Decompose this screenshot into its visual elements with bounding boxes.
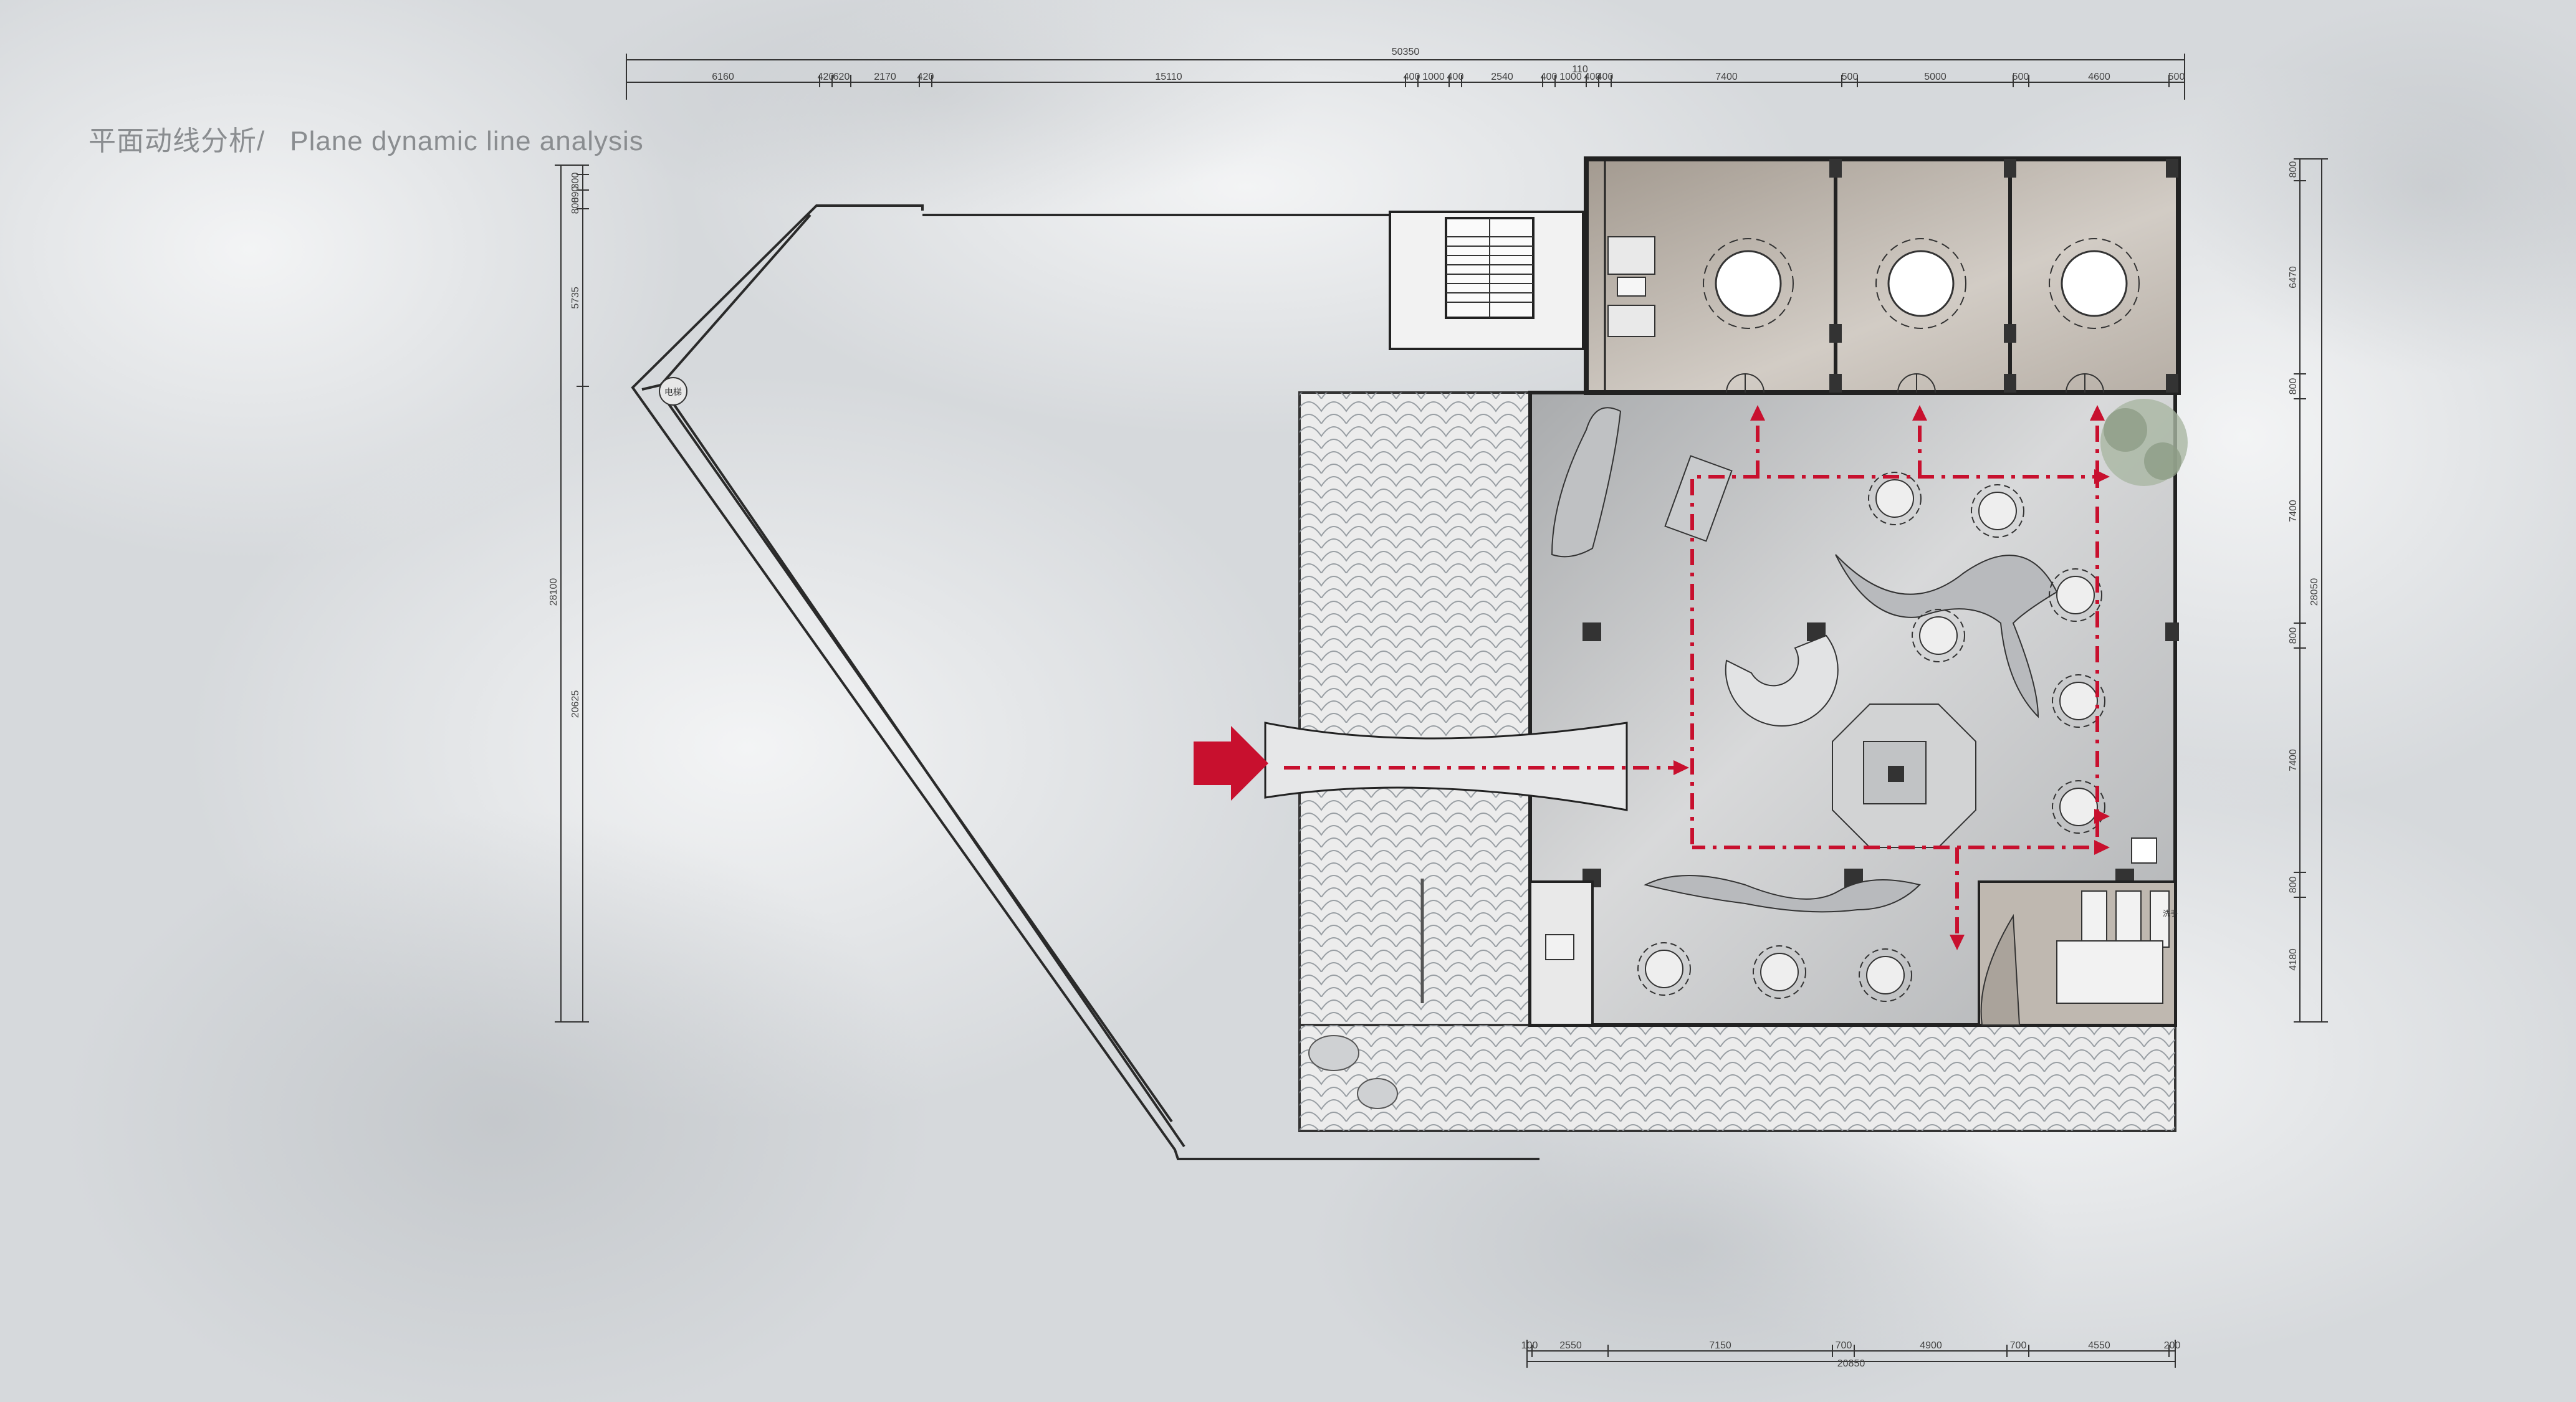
title-en: Plane dynamic line analysis bbox=[290, 126, 644, 156]
right-dimension-chain bbox=[2294, 158, 2328, 1023]
stair-treads bbox=[1446, 218, 1533, 318]
flow-arrowheads bbox=[1673, 405, 2110, 950]
left-dimension-labels: 300 890 800 5735 20625 bbox=[570, 173, 581, 718]
svg-text:300: 300 bbox=[570, 173, 581, 189]
svg-text:6470: 6470 bbox=[2288, 266, 2299, 289]
round-dining-table-icon bbox=[1637, 942, 1691, 996]
svg-text:800: 800 bbox=[2288, 627, 2299, 644]
round-dining-table-icon bbox=[2052, 780, 2105, 834]
hall-furniture: 洗手 bbox=[1529, 407, 2179, 1026]
svg-text:4900: 4900 bbox=[1920, 1340, 1942, 1351]
spiral-stair-icon bbox=[1725, 634, 1839, 727]
svg-text:200: 200 bbox=[2164, 1340, 2181, 1351]
round-dining-table-icon bbox=[1753, 945, 1806, 999]
svg-text:6160: 6160 bbox=[712, 72, 734, 82]
svg-text:1000: 1000 bbox=[1559, 72, 1582, 82]
round-dining-table-icon bbox=[1875, 238, 1966, 329]
svg-text:700: 700 bbox=[2010, 1340, 2027, 1351]
svg-text:420: 420 bbox=[917, 72, 934, 82]
elevator-label: 电梯 bbox=[664, 388, 682, 398]
stair-core bbox=[1389, 211, 1584, 350]
svg-text:420: 420 bbox=[818, 72, 835, 82]
bar-counter bbox=[1832, 703, 1976, 848]
private-room-tables bbox=[1703, 238, 2140, 329]
entry-arrow-icon bbox=[1194, 726, 1268, 801]
svg-text:5000: 5000 bbox=[1924, 72, 1946, 82]
svg-text:4550: 4550 bbox=[2088, 1340, 2110, 1351]
svg-text:7400: 7400 bbox=[2288, 500, 2299, 522]
svg-text:7400: 7400 bbox=[1715, 72, 1738, 82]
dim-top-total: 50350 bbox=[1392, 47, 1420, 57]
round-dining-table-icon bbox=[1868, 472, 1922, 525]
tree-icon bbox=[2100, 399, 2188, 486]
terrace bbox=[1298, 391, 2176, 1132]
svg-text:5735: 5735 bbox=[570, 287, 581, 309]
entrance-canopy bbox=[1264, 722, 1628, 811]
page-title: 平面动线分析/Plane dynamic line analysis bbox=[89, 118, 644, 158]
round-dining-table-icon bbox=[1859, 948, 1912, 1002]
svg-text:2170: 2170 bbox=[874, 72, 896, 82]
svg-text:500: 500 bbox=[2168, 72, 2185, 82]
svg-text:4600: 4600 bbox=[2088, 72, 2110, 82]
hall-dining-tables bbox=[1637, 472, 2105, 1002]
dim-left-total: 28100 bbox=[548, 578, 559, 606]
svg-text:500: 500 bbox=[2013, 72, 2029, 82]
title-cn: 平面动线分析/ bbox=[89, 126, 266, 156]
round-dining-table-icon bbox=[2052, 674, 2105, 728]
left-dimension-chain bbox=[555, 165, 589, 1023]
svg-text:20625: 20625 bbox=[570, 690, 581, 718]
round-dining-table-icon bbox=[2049, 238, 2140, 329]
svg-text:620: 620 bbox=[833, 72, 850, 82]
round-dining-table-icon bbox=[1703, 238, 1794, 329]
svg-text:400: 400 bbox=[1541, 72, 1558, 82]
svg-text:400: 400 bbox=[1584, 72, 1601, 82]
svg-text:500: 500 bbox=[1842, 72, 1859, 82]
svg-text:800: 800 bbox=[2288, 161, 2299, 178]
svg-text:890: 890 bbox=[570, 186, 581, 203]
top-dimension-chain bbox=[626, 54, 2185, 100]
svg-text:7400: 7400 bbox=[2288, 749, 2299, 771]
dim-top-small: 110 bbox=[1572, 64, 1588, 75]
svg-text:800: 800 bbox=[2288, 877, 2299, 894]
svg-text:400: 400 bbox=[1597, 72, 1614, 82]
svg-text:400: 400 bbox=[1404, 72, 1420, 82]
washroom-label: 洗手 bbox=[2163, 909, 2178, 918]
column-icon bbox=[659, 377, 687, 406]
bottom-dimension-labels: 100 2550 7150 700 4900 700 4550 200 bbox=[1521, 1340, 2181, 1351]
svg-text:2550: 2550 bbox=[1559, 1340, 1582, 1351]
svg-text:400: 400 bbox=[1447, 72, 1464, 82]
svg-text:800: 800 bbox=[2288, 378, 2299, 395]
svg-text:100: 100 bbox=[1521, 1340, 1538, 1351]
svg-text:1000: 1000 bbox=[1422, 72, 1445, 82]
top-dimension-labels: 6160 420 620 2170 420 15110 400 1000 400… bbox=[712, 72, 2185, 82]
svg-text:2540: 2540 bbox=[1491, 72, 1513, 82]
svg-text:800: 800 bbox=[570, 198, 581, 214]
round-dining-table-icon bbox=[1912, 609, 1965, 662]
dim-bottom-total: 20850 bbox=[1837, 1358, 1865, 1369]
round-dining-table-icon bbox=[2049, 568, 2102, 622]
diagonal-wing-outline bbox=[631, 204, 1539, 1160]
svg-text:7150: 7150 bbox=[1709, 1340, 1731, 1351]
svg-text:700: 700 bbox=[1836, 1340, 1852, 1351]
round-dining-table-icon bbox=[1971, 484, 2024, 538]
bottom-dimension-chain bbox=[1526, 1340, 2176, 1368]
right-dimension-labels: 800 6470 800 7400 800 7400 800 4180 bbox=[2288, 161, 2299, 971]
svg-text:4180: 4180 bbox=[2288, 948, 2299, 971]
svg-text:15110: 15110 bbox=[1155, 72, 1182, 82]
dim-right-total: 28050 bbox=[2309, 578, 2320, 606]
